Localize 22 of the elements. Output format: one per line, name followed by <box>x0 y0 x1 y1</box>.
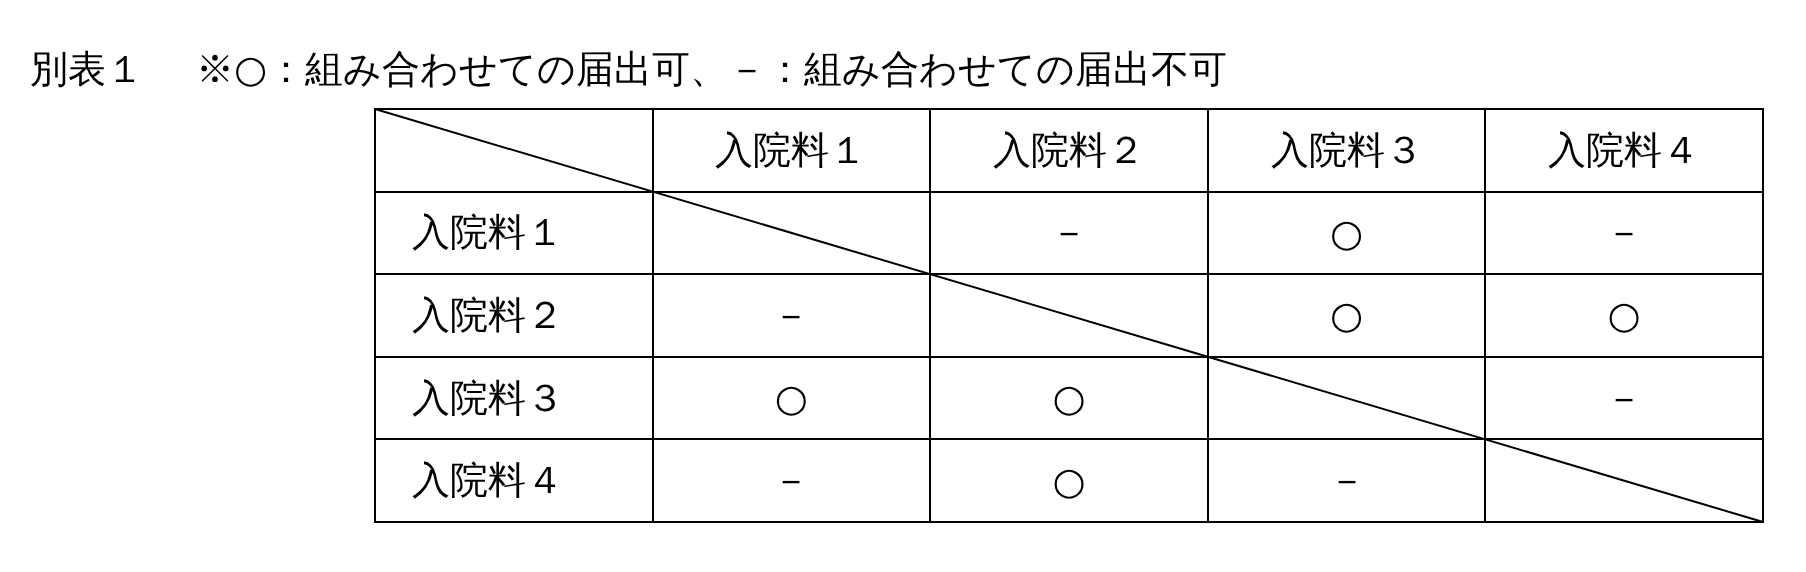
combination-mark: ○ <box>1485 274 1763 357</box>
column-header: 入院料４ <box>1485 109 1763 192</box>
combination-mark: ○ <box>1207 191 1486 275</box>
row-header: 入院料３ <box>375 356 653 440</box>
table-title: 別表１ <box>30 46 144 93</box>
row-header: 入院料１ <box>375 191 653 275</box>
combination-mark: － <box>1207 439 1486 522</box>
combination-mark: ○ <box>652 356 931 440</box>
combination-mark: － <box>1485 191 1763 275</box>
combination-mark: ○ <box>1207 274 1486 357</box>
column-header: 入院料２ <box>930 109 1208 192</box>
column-header: 入院料３ <box>1207 109 1486 192</box>
combination-mark: ○ <box>930 356 1208 440</box>
combination-mark: － <box>652 274 931 357</box>
row-header: 入院料２ <box>375 274 653 357</box>
column-header: 入院料１ <box>652 109 931 192</box>
combination-mark: － <box>1485 356 1763 440</box>
combination-mark: ○ <box>930 439 1208 522</box>
legend-note: ※○：組み合わせての届出可、－：組み合わせての届出不可 <box>196 46 1228 93</box>
combination-mark: － <box>930 191 1208 275</box>
row-header: 入院料４ <box>375 439 653 522</box>
combination-mark: － <box>652 439 931 522</box>
